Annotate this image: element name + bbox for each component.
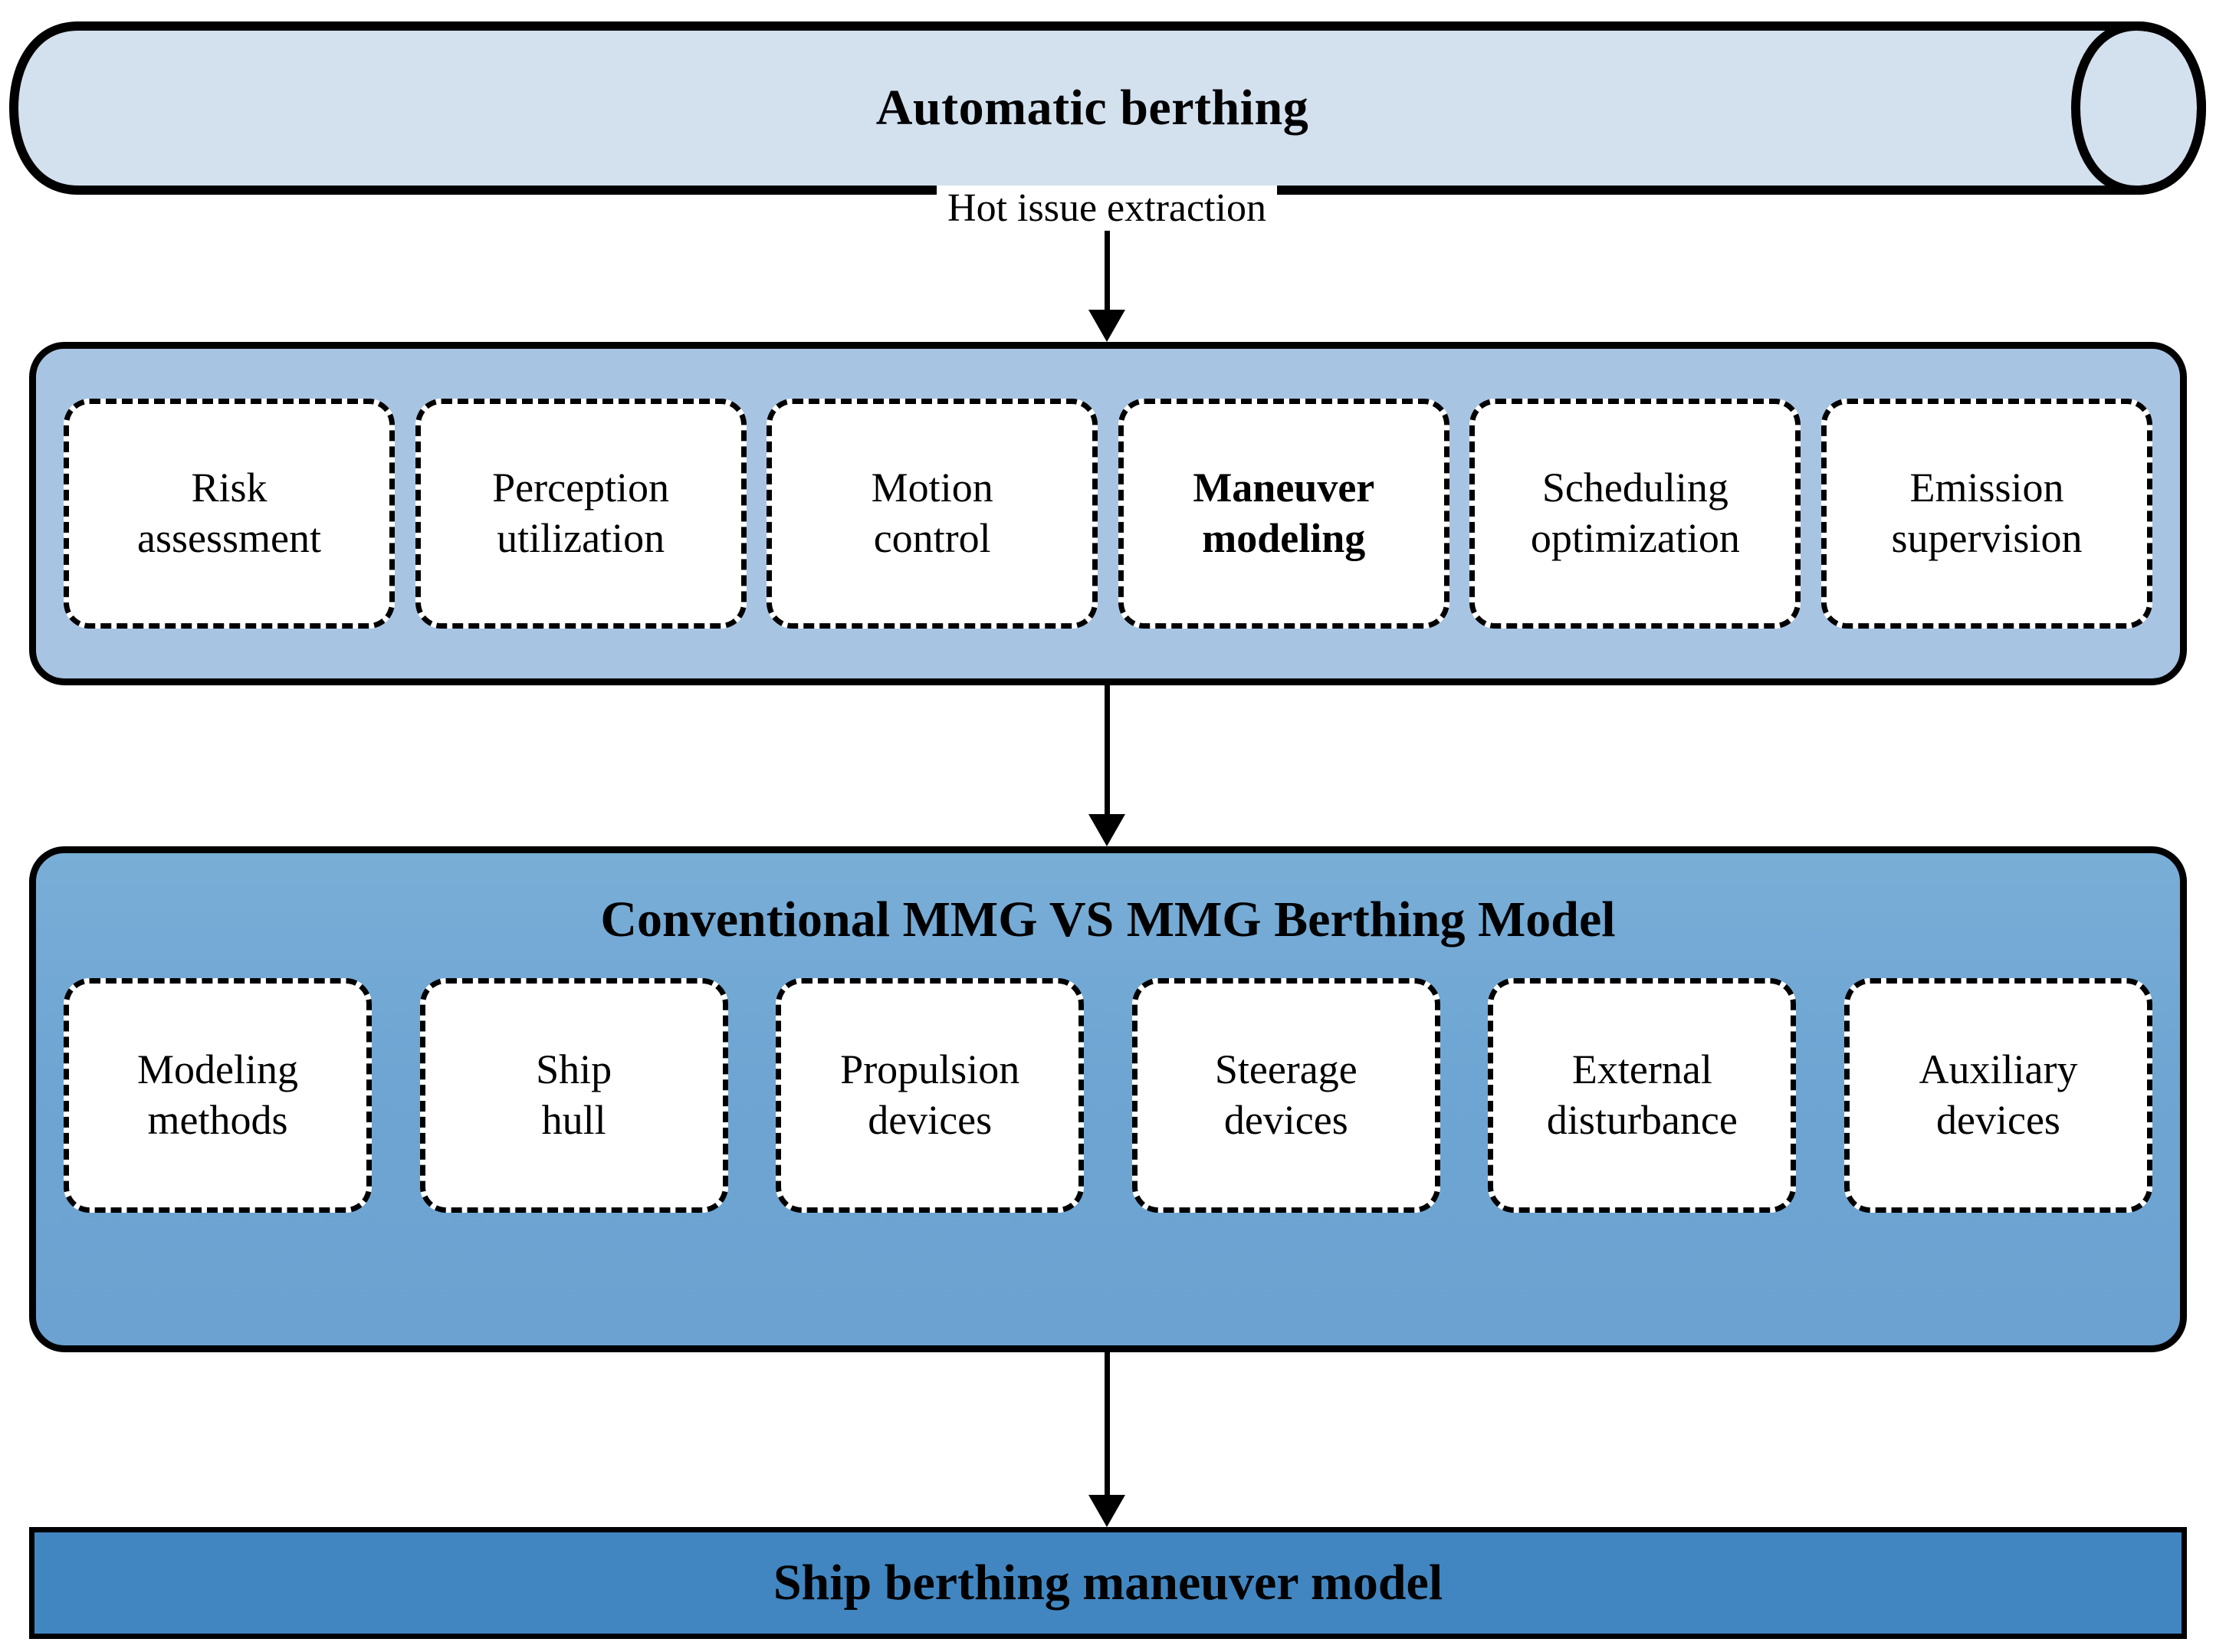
arrowhead-icon	[1088, 814, 1125, 846]
arrowhead-icon	[1088, 310, 1125, 342]
connector-banner-to-hot-issues: Hot issue extraction	[937, 186, 1277, 342]
connector-line	[1104, 685, 1110, 815]
ship-berthing-maneuver-model-bar: Ship berthing maneuver model	[29, 1527, 2187, 1639]
connector-label-hot-issue-extraction: Hot issue extraction	[937, 186, 1277, 231]
bottom-bar-label: Ship berthing maneuver model	[773, 1555, 1443, 1611]
automatic-berthing-label: Automatic berthing	[875, 80, 1309, 136]
connector-line	[1104, 1352, 1110, 1496]
mmg-comparison-panel: Conventional MMG VS MMG Berthing Model M…	[29, 846, 2187, 1352]
connector-mmg-to-bottom	[1084, 1352, 1130, 1527]
connector-line	[1104, 196, 1110, 310]
automatic-berthing-cylinder: Automatic berthing	[9, 21, 2206, 195]
cylinder-shape-icon	[9, 21, 2206, 195]
mmg-panel-title: Conventional MMG VS MMG Berthing Model	[600, 892, 1616, 948]
connector-hot-issues-to-mmg	[1084, 685, 1130, 846]
arrowhead-icon	[1088, 1495, 1125, 1527]
